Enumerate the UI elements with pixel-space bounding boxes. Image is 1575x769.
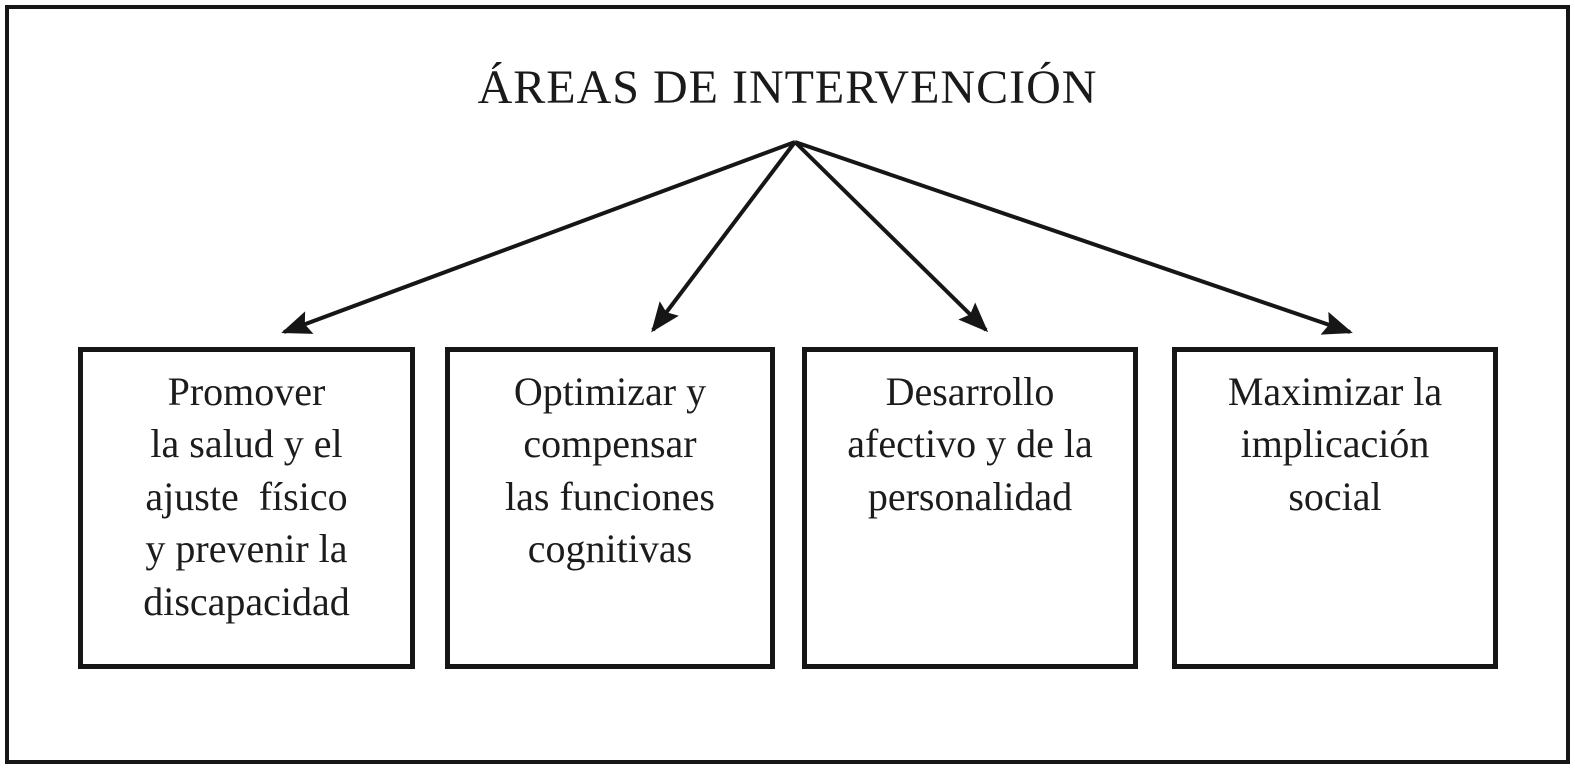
diagram-title: ÁREAS DE INTERVENCIÓN xyxy=(477,61,1098,114)
arrow-to-box-4 xyxy=(794,140,1353,335)
box-salud-fisica: Promover la salud y el ajuste físico y p… xyxy=(78,347,415,669)
arrow-to-box-3 xyxy=(793,140,989,333)
box-desarrollo-afectivo: Desarrollo afectivo y de la personalidad xyxy=(802,347,1138,669)
box-implicacion-social: Maximizar la implicación social xyxy=(1172,347,1498,669)
box-salud-fisica-label: Promover la salud y el ajuste físico y p… xyxy=(143,369,350,624)
box-desarrollo-afectivo-label: Desarrollo afectivo y de la personalidad xyxy=(847,369,1093,519)
box-funciones-cognitivas: Optimizar y compensar las funciones cogn… xyxy=(445,347,775,669)
box-implicacion-social-label: Maximizar la implicación social xyxy=(1227,369,1443,519)
arrow-to-box-2 xyxy=(651,140,797,333)
box-funciones-cognitivas-label: Optimizar y compensar las funciones cogn… xyxy=(505,369,715,572)
arrow-to-box-1 xyxy=(281,140,796,334)
